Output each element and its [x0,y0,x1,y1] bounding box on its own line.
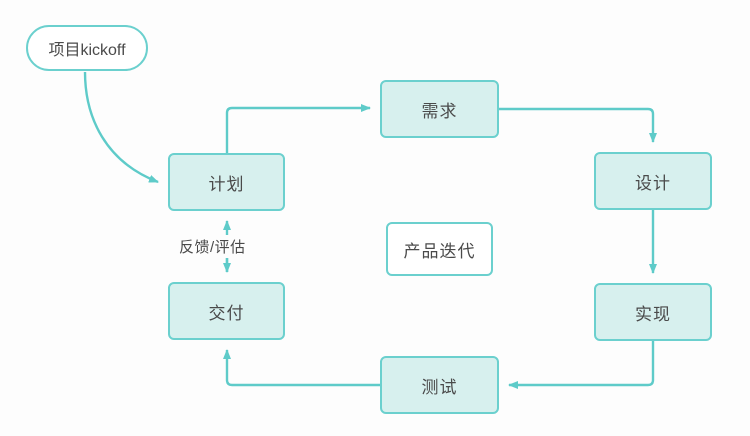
edge-test-to-deliver [223,349,380,387]
node-plan[interactable]: 计划 [168,153,285,211]
node-deliver[interactable]: 交付 [168,282,285,340]
node-plan-label: 计划 [208,174,245,194]
node-kickoff[interactable]: 项目kickoff [26,25,148,71]
node-design-label: 设计 [635,173,671,193]
node-deliver-label: 交付 [208,303,245,323]
node-product-iteration-label: 产品迭代 [403,241,476,261]
edge-implement-to-test [508,341,655,389]
edge-demand-to-design [499,107,657,143]
node-product-iteration[interactable]: 产品迭代 [386,222,493,276]
edge-plan-to-demand [225,104,371,153]
node-implement-label: 实现 [635,304,671,324]
node-demand[interactable]: 需求 [380,80,499,138]
edge-label-feedback: 反馈/评估 [176,235,249,258]
node-implement[interactable]: 实现 [594,283,712,341]
edge-kickoff-to-plan [83,71,159,184]
node-test[interactable]: 测试 [380,356,499,414]
node-design[interactable]: 设计 [594,152,712,210]
node-test-label: 测试 [421,377,458,397]
node-kickoff-label: 项目kickoff [48,42,126,59]
node-demand-label: 需求 [421,101,458,121]
